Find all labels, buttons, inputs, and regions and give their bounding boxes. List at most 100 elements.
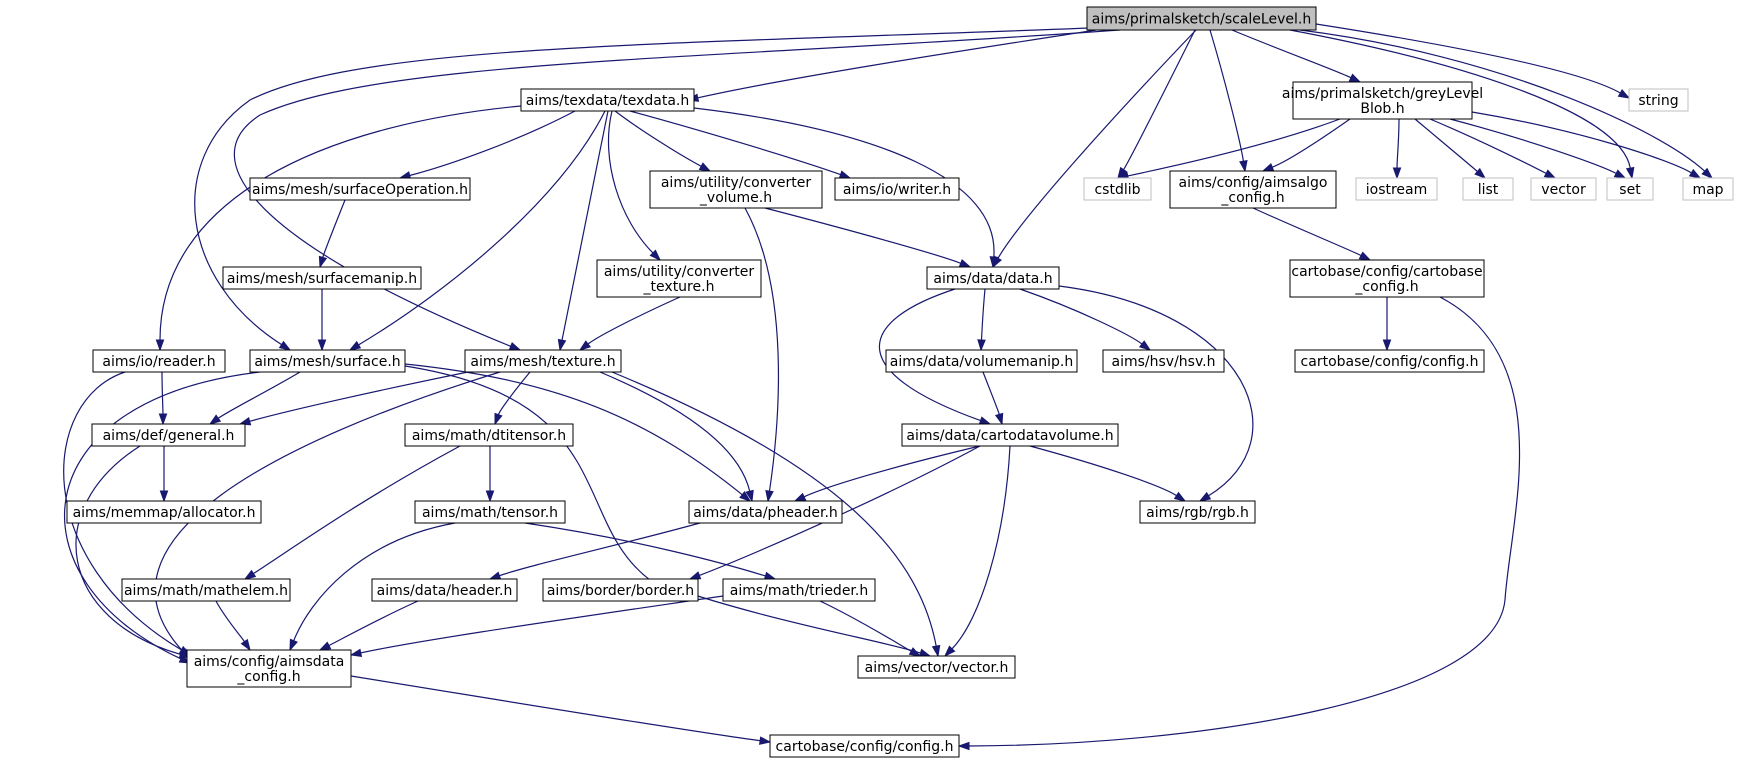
node-volumemanip[interactable]: aims/data/volumemanip.h xyxy=(885,349,1078,373)
edge-line xyxy=(360,595,724,654)
edge-volumemanip-cartodatavolume xyxy=(982,371,1004,426)
node-converter_volume[interactable]: aims/utility/converter_volume.h xyxy=(649,170,823,209)
arrowhead xyxy=(1358,251,1372,261)
edge-general-aimsdata_config xyxy=(75,445,192,659)
node-iostream[interactable]: iostream xyxy=(1355,177,1438,201)
node-label: aims/mesh/texture.h xyxy=(470,354,615,370)
node-texdata[interactable]: aims/texdata/texdata.h xyxy=(520,88,695,112)
edge-line xyxy=(1209,29,1244,162)
arrowhead xyxy=(918,648,932,657)
arrowhead xyxy=(978,416,992,425)
node-cstdlib[interactable]: cstdlib xyxy=(1083,177,1152,201)
node-box xyxy=(249,349,406,373)
node-config_right[interactable]: cartobase/config/config.h xyxy=(1294,349,1485,373)
edge-tensor-trieder xyxy=(524,522,777,581)
node-set[interactable]: set xyxy=(1606,177,1654,201)
edge-texdata-texture xyxy=(557,110,609,352)
node-pheader[interactable]: aims/data/pheader.h xyxy=(688,500,843,524)
edge-greyLevelBlob-list xyxy=(1414,118,1487,179)
node-border[interactable]: aims/border/border.h xyxy=(542,578,699,602)
node-surface[interactable]: aims/mesh/surface.h xyxy=(249,349,406,373)
node-label: list xyxy=(1478,182,1499,198)
arrowhead xyxy=(931,644,941,658)
node-mathelem[interactable]: aims/math/mathelem.h xyxy=(121,578,291,602)
node-box xyxy=(901,423,1119,447)
edge-line xyxy=(322,199,346,258)
node-writer[interactable]: aims/io/writer.h xyxy=(834,177,960,201)
node-aimsalgo_config[interactable]: aims/config/aimsalgo_config.h xyxy=(1169,170,1337,209)
node-scaleLevel[interactable]: aims/primalsketch/scaleLevel.h xyxy=(1086,6,1317,31)
node-box xyxy=(222,266,422,290)
node-hsv[interactable]: aims/hsv/hsv.h xyxy=(1102,349,1225,373)
edge-line xyxy=(1396,118,1400,169)
node-vector[interactable]: vector xyxy=(1530,177,1597,201)
node-cartodatavolume[interactable]: aims/data/cartodatavolume.h xyxy=(901,423,1119,447)
arrowhead xyxy=(318,255,328,269)
edge-line xyxy=(328,600,419,647)
arrowhead xyxy=(977,339,986,352)
node-trieder[interactable]: aims/math/trieder.h xyxy=(722,578,876,602)
node-converter_texture[interactable]: aims/utility/converter_texture.h xyxy=(596,259,762,298)
node-rgb[interactable]: aims/rgb/rgb.h xyxy=(1139,500,1256,524)
node-vector_h[interactable]: aims/vector/vector.h xyxy=(857,655,1016,679)
node-header[interactable]: aims/data/header.h xyxy=(371,578,518,602)
node-box xyxy=(834,177,960,201)
node-surfacemanip[interactable]: aims/mesh/surfacemanip.h xyxy=(222,266,422,290)
edge-dtitensor-tensor xyxy=(485,446,495,503)
node-box xyxy=(1530,177,1597,201)
arrowhead xyxy=(1239,159,1248,173)
node-box xyxy=(649,170,823,209)
node-box xyxy=(722,578,876,602)
node-aimsdata_config[interactable]: aims/config/aimsdata_config.h xyxy=(186,649,352,688)
node-list[interactable]: list xyxy=(1462,177,1514,201)
edge-line xyxy=(1315,23,1621,94)
node-box xyxy=(1102,349,1225,373)
edge-line xyxy=(997,29,1197,259)
arrowhead xyxy=(1474,167,1487,179)
node-map[interactable]: map xyxy=(1682,177,1734,201)
arrowhead xyxy=(289,638,298,652)
node-data[interactable]: aims/data/data.h xyxy=(926,266,1060,290)
edge-line xyxy=(561,110,609,341)
arrowhead xyxy=(557,338,567,352)
edge-line xyxy=(497,371,531,415)
node-general[interactable]: aims/def/general.h xyxy=(91,423,246,447)
edge-general-allocator xyxy=(159,446,169,503)
node-cartobase_config[interactable]: cartobase/config/cartobase_config.h xyxy=(1289,259,1485,298)
node-box xyxy=(186,649,352,688)
node-allocator[interactable]: aims/memmap/allocator.h xyxy=(66,500,262,524)
edge-line xyxy=(1471,111,1692,174)
node-box xyxy=(91,423,246,447)
node-reader[interactable]: aims/io/reader.h xyxy=(92,349,226,373)
arrowhead xyxy=(698,162,712,172)
edges-layer xyxy=(63,23,1714,751)
edge-line xyxy=(358,110,606,346)
node-texture[interactable]: aims/mesh/texture.h xyxy=(464,349,622,373)
arrowhead xyxy=(1261,163,1275,172)
arrowhead xyxy=(485,490,495,503)
node-label: aims/utility/converter xyxy=(661,175,812,191)
node-string[interactable]: string xyxy=(1628,88,1689,112)
node-label: Blob.h xyxy=(1360,101,1404,117)
node-dtitensor[interactable]: aims/math/dtitensor.h xyxy=(404,423,574,447)
edge-line xyxy=(629,110,841,176)
edge-data-hsv xyxy=(1019,288,1152,351)
edge-aimsalgo_config-cartobase_config xyxy=(1252,207,1372,261)
node-tensor[interactable]: aims/math/tensor.h xyxy=(414,500,566,524)
edge-texdata-surface xyxy=(348,110,606,351)
edge-texdata-surfaceOperation xyxy=(398,110,576,180)
node-label: aims/mesh/surfacemanip.h xyxy=(227,271,417,287)
node-config_bottom[interactable]: cartobase/config/config.h xyxy=(769,734,960,758)
node-box xyxy=(1355,177,1438,201)
edge-texdata-writer xyxy=(629,110,852,179)
arrowhead xyxy=(759,736,772,745)
arrowhead xyxy=(318,641,332,651)
arrowhead xyxy=(240,638,251,652)
edge-surface-pheader xyxy=(404,363,752,502)
node-label: aims/data/pheader.h xyxy=(693,505,838,521)
arrowhead xyxy=(765,490,774,503)
edge-line xyxy=(1272,118,1351,168)
node-surfaceOperation[interactable]: aims/mesh/surfaceOperation.h xyxy=(249,177,471,201)
edge-cartodatavolume-rgb xyxy=(1029,445,1187,502)
